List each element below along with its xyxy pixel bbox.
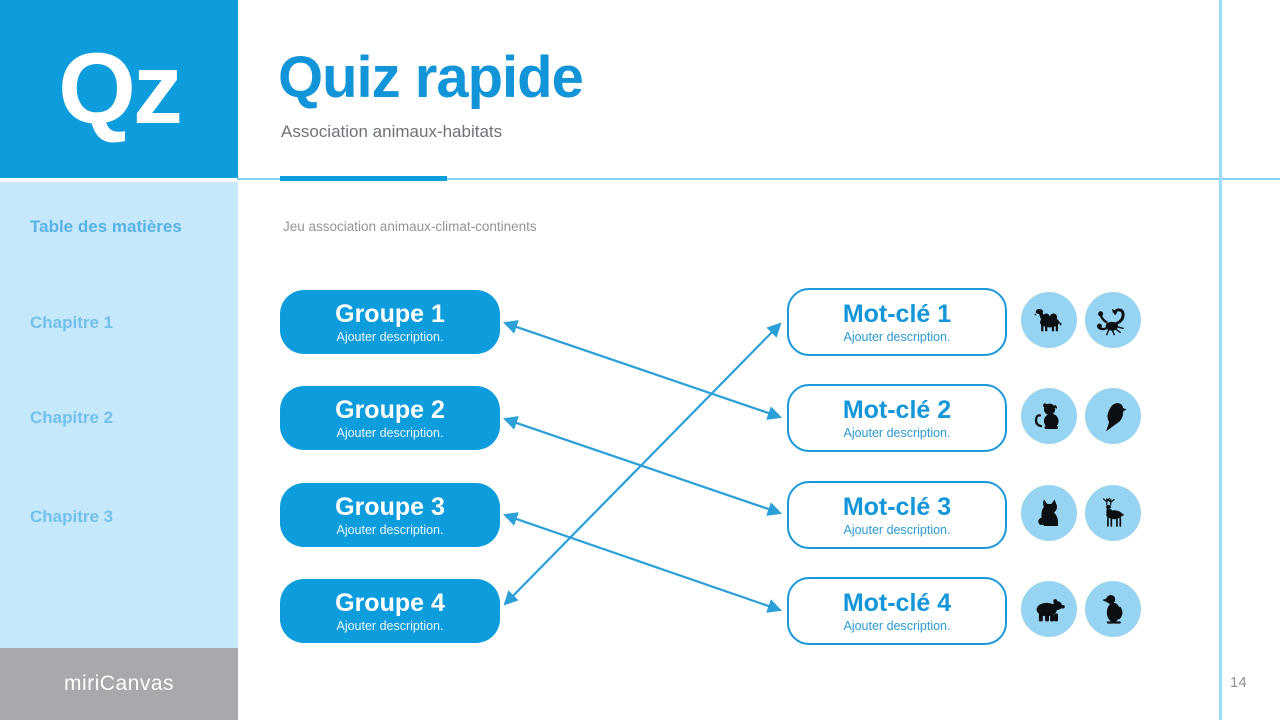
group-3-button[interactable]: Groupe 3 Ajouter description. <box>280 483 500 547</box>
keyword-4-description: Ajouter description. <box>843 619 951 634</box>
keyword-2-box[interactable]: Mot-clé 2 Ajouter description. <box>787 384 1007 452</box>
fox-icon[interactable] <box>1021 485 1077 541</box>
keyword-3-box[interactable]: Mot-clé 3 Ajouter description. <box>787 481 1007 549</box>
keyword-4-title: Mot-clé 4 <box>842 588 952 617</box>
penguin-icon[interactable] <box>1085 581 1141 637</box>
keyword-2-icons <box>1021 388 1141 444</box>
keyword-3-description: Ajouter description. <box>843 523 951 538</box>
keyword-1-title: Mot-clé 1 <box>842 299 952 328</box>
keyword-4-box[interactable]: Mot-clé 4 Ajouter description. <box>787 577 1007 645</box>
sidebar-item-chapitre-2[interactable]: Chapitre 2 <box>30 408 114 427</box>
connector-g4-m1 <box>503 322 782 606</box>
keyword-2-title: Mot-clé 2 <box>842 395 952 424</box>
group-1-button[interactable]: Groupe 1 Ajouter description. <box>280 290 500 354</box>
page-number: 14 <box>1230 674 1247 691</box>
keyword-2-description: Ajouter description. <box>843 426 951 441</box>
camel-icon[interactable] <box>1021 292 1077 348</box>
group-4-button[interactable]: Groupe 4 Ajouter description. <box>280 579 500 643</box>
header-divider-accent <box>280 176 447 181</box>
group-3-title: Groupe 3 <box>335 492 445 521</box>
keyword-3-title: Mot-clé 3 <box>842 492 952 521</box>
sidebar-item-chapitre-1[interactable]: Chapitre 1 <box>30 313 114 332</box>
group-2-title: Groupe 2 <box>335 395 445 424</box>
brand-logo: miriCanvas <box>63 672 175 695</box>
keyword-1-box[interactable]: Mot-clé 1 Ajouter description. <box>787 288 1007 356</box>
scorpion-icon[interactable] <box>1085 292 1141 348</box>
keyword-1-icons <box>1021 292 1141 348</box>
sidebar-item-chapitre-3[interactable]: Chapitre 3 <box>30 507 114 526</box>
page-title: Quiz rapide <box>278 45 584 110</box>
page-subtitle: Association animaux-habitats <box>281 122 503 141</box>
connector-g1-m2 <box>502 320 783 420</box>
logo-box: Qz <box>0 0 238 178</box>
right-guide-line <box>1219 0 1222 720</box>
bear-icon[interactable] <box>1021 581 1077 637</box>
group-4-title: Groupe 4 <box>335 588 445 617</box>
logo-text: Qz <box>58 33 183 145</box>
parrot-icon[interactable] <box>1085 388 1141 444</box>
footer-brand-bar: miriCanvas <box>0 648 238 720</box>
group-1-title: Groupe 1 <box>335 299 445 328</box>
sidebar: Table des matières Chapitre 1 Chapitre 2… <box>0 182 238 648</box>
group-2-description: Ajouter description. <box>336 426 444 441</box>
header-divider <box>237 178 1280 180</box>
deer-icon[interactable] <box>1085 485 1141 541</box>
monkey-icon[interactable] <box>1021 388 1077 444</box>
activity-caption: Jeu association animaux-climat-continent… <box>283 219 537 234</box>
group-3-description: Ajouter description. <box>336 523 444 538</box>
connector-g3-m4 <box>502 512 783 613</box>
keyword-1-description: Ajouter description. <box>843 330 951 345</box>
connector-g2-m3 <box>502 416 783 516</box>
group-1-description: Ajouter description. <box>336 330 444 345</box>
group-2-button[interactable]: Groupe 2 Ajouter description. <box>280 386 500 450</box>
keyword-3-icons <box>1021 485 1141 541</box>
group-4-description: Ajouter description. <box>336 619 444 634</box>
sidebar-item-table-des-matieres[interactable]: Table des matières <box>30 217 182 236</box>
keyword-4-icons <box>1021 581 1141 637</box>
